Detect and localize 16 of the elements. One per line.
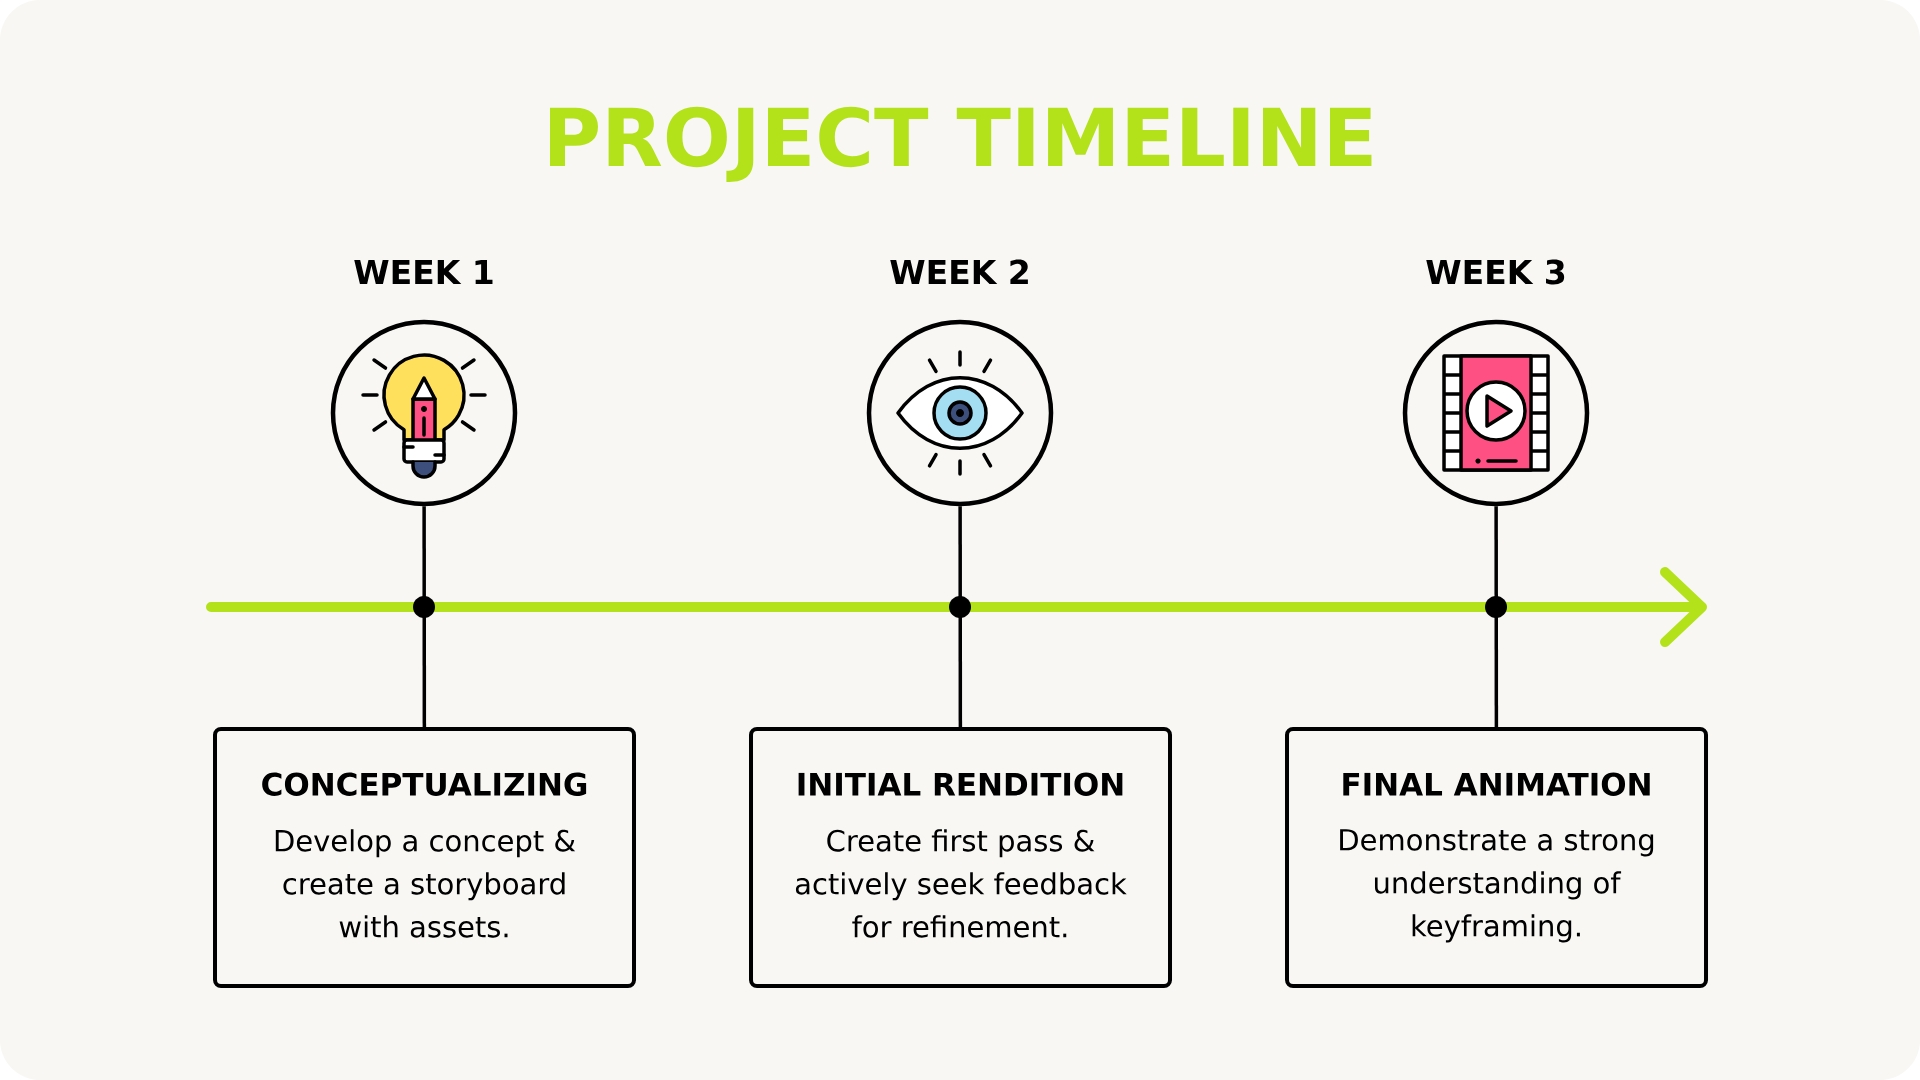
connector-line	[958, 506, 963, 727]
step-heading: INITIAL RENDITION	[798, 772, 1123, 796]
week-label: WEEK 2	[890, 259, 1028, 284]
step-description: Create first pass & actively seek feedback for refinement.	[795, 829, 1127, 938]
step-heading: FINAL ANIMATION	[1343, 772, 1650, 796]
step-heading: CONCEPTUALIZING	[262, 772, 587, 796]
step-box	[749, 727, 1172, 988]
step-description: Demonstrate a strong understanding of keyframing.	[1340, 829, 1654, 943]
week-label: WEEK 3	[1426, 259, 1565, 285]
week-label: WEEK 1	[354, 259, 493, 284]
step-description: Develop a concept & create a storyboard with assets.	[275, 829, 576, 938]
title: PROJECT TIMELINE	[550, 106, 1372, 182]
step-box	[213, 727, 636, 988]
step-box	[1285, 727, 1708, 988]
connector-line	[422, 506, 427, 727]
connector-line	[1494, 506, 1499, 727]
